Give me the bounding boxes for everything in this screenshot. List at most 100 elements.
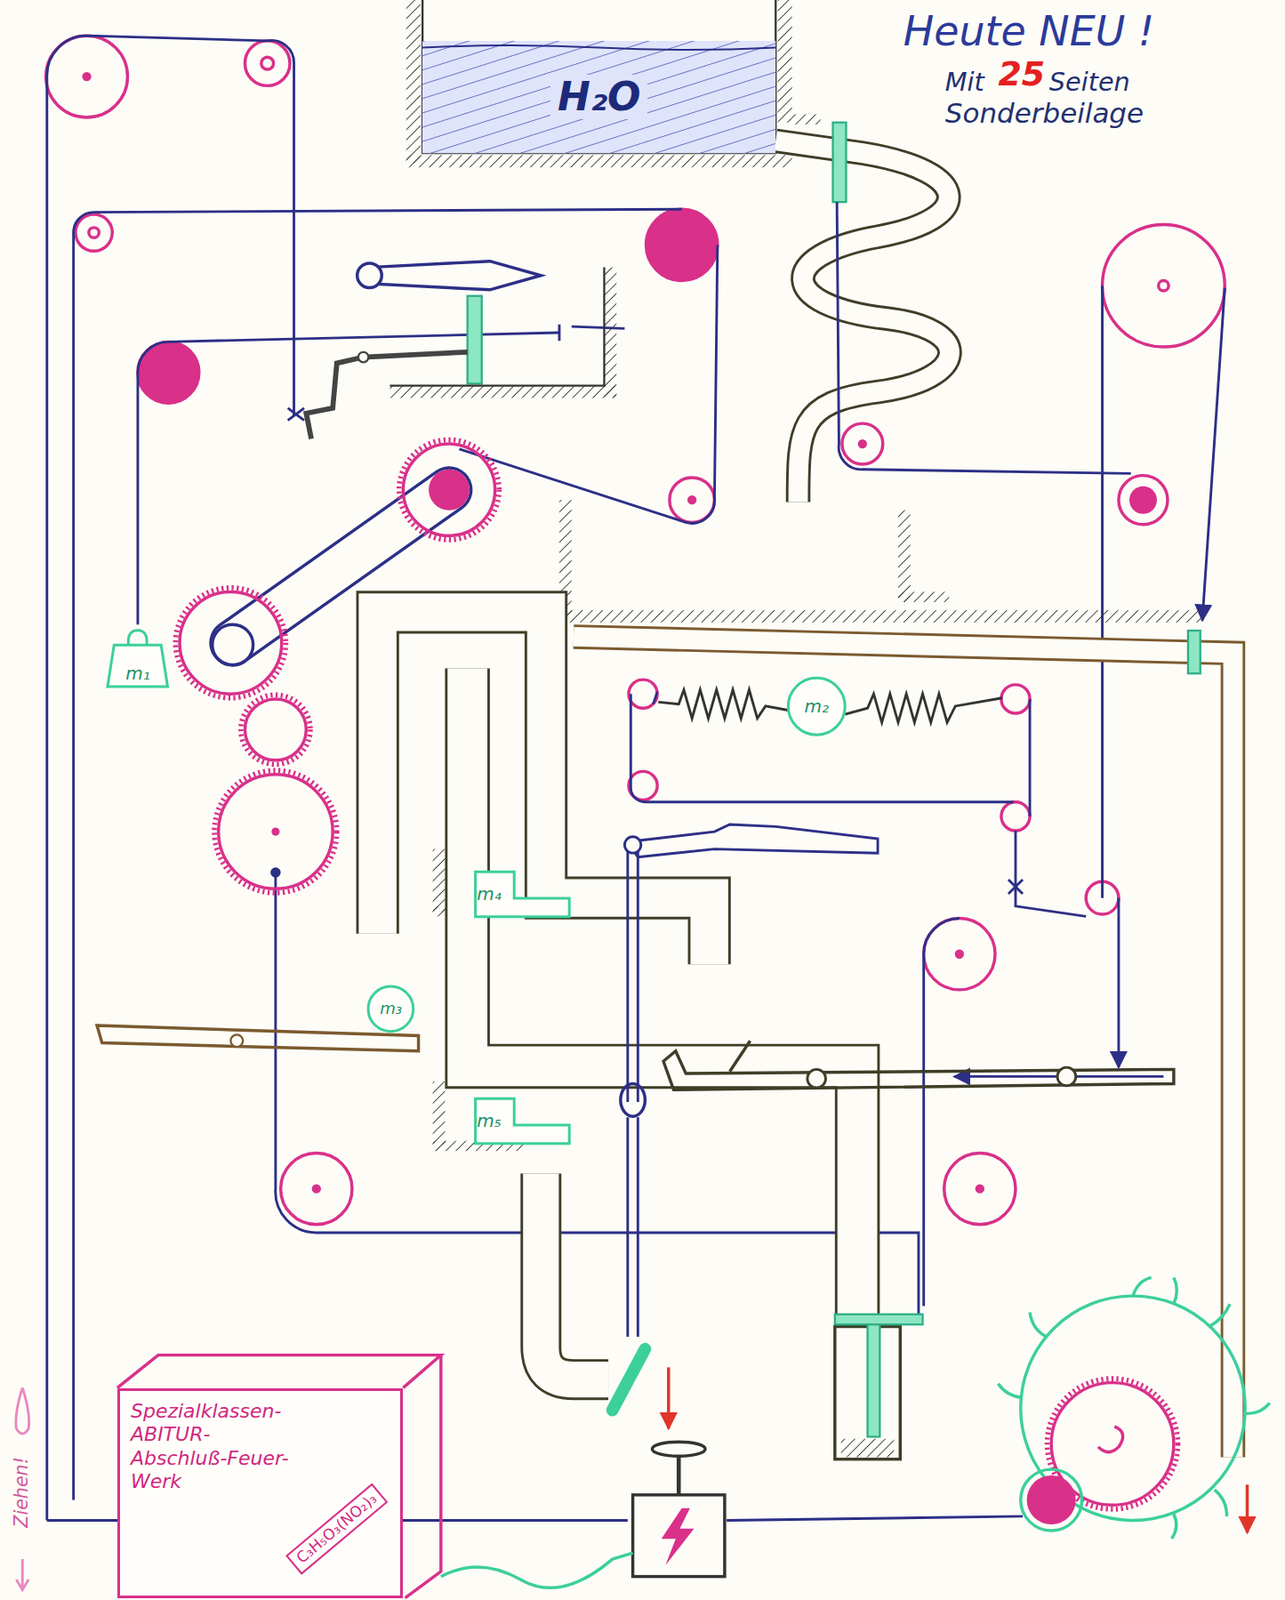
gear-wheel	[1243, 1403, 1270, 1414]
detonator	[651, 1441, 706, 1456]
lever	[96, 824, 1174, 1429]
water-fill	[422, 40, 776, 153]
gear-wheel	[997, 1383, 1023, 1398]
crank-gears	[399, 439, 499, 539]
pulley	[83, 73, 90, 81]
firework-box-faces	[405, 1355, 442, 1599]
knife-mechanism	[389, 267, 604, 386]
wall	[898, 591, 949, 602]
lever	[730, 1040, 751, 1071]
piston	[835, 1314, 924, 1325]
pulley	[976, 1185, 983, 1192]
firework-box-faces	[117, 1355, 442, 1599]
lever	[666, 1366, 670, 1429]
gear-wheel	[1027, 1475, 1077, 1525]
gear-wheel	[1020, 1469, 1083, 1531]
pipe	[540, 1172, 609, 1380]
string	[288, 408, 305, 421]
crank-gears	[212, 624, 254, 666]
tank-wall	[778, 0, 793, 123]
crank-gears	[270, 867, 281, 877]
gear-wheel	[1132, 1276, 1152, 1296]
mass-label: m₅	[476, 1110, 502, 1132]
pulley	[955, 950, 963, 957]
knife-mechanism	[358, 352, 369, 362]
knife-mechanism	[305, 352, 467, 440]
l-block-outline	[475, 871, 571, 917]
mass-label: m₁	[125, 663, 151, 684]
pulley	[689, 497, 696, 504]
mass-ball: m₂	[787, 676, 847, 737]
box-label: Spezialklassen-ABITUR-Abschluß-Feuer-Wer…	[130, 1399, 291, 1494]
spring	[844, 693, 1003, 723]
mass-ball: m₃	[367, 985, 415, 1033]
pull-note: Ziehen!	[11, 1456, 33, 1528]
mass-label: m₄	[476, 883, 502, 905]
lever	[624, 836, 641, 853]
tank-wall	[406, 0, 821, 168]
wall	[433, 849, 446, 913]
pulley	[281, 1152, 353, 1224]
l-block-outline	[475, 1098, 571, 1144]
pulley	[261, 56, 274, 70]
string	[923, 918, 960, 1307]
crank-gears	[244, 698, 306, 761]
gear-wheel	[1173, 1276, 1177, 1304]
fuse-wire	[441, 1552, 634, 1588]
string	[1100, 285, 1104, 898]
gear-wheel	[997, 1276, 1269, 1539]
outlet-pipe	[775, 140, 950, 502]
lever	[627, 846, 638, 1102]
pulley	[244, 40, 290, 86]
knife-mechanism	[603, 267, 617, 399]
piston	[841, 1438, 895, 1458]
tank-wall	[792, 114, 821, 125]
detonator	[661, 1508, 695, 1566]
piston	[867, 1324, 881, 1437]
weight-handle	[128, 630, 147, 646]
string	[1202, 288, 1225, 621]
drain-pipe	[1245, 1484, 1249, 1533]
crank-gears	[428, 469, 470, 511]
lever	[96, 1025, 419, 1052]
lever	[612, 1349, 646, 1411]
crank-gears	[240, 694, 311, 764]
string	[1015, 830, 1086, 916]
firework-box-faces	[117, 1355, 442, 1389]
ball-outline	[368, 986, 414, 1032]
pulley	[859, 441, 866, 448]
ball-outline	[787, 677, 845, 735]
string	[47, 35, 1226, 1520]
outlet-pipe	[833, 122, 847, 202]
lever	[230, 1034, 243, 1047]
wall	[898, 510, 911, 603]
lever	[627, 824, 878, 858]
detonator	[633, 1441, 725, 1576]
outlet-pipe	[775, 122, 950, 503]
weight-block: m₁	[104, 627, 170, 690]
string	[726, 1516, 1023, 1521]
crank-gears	[218, 774, 334, 890]
pulley	[1001, 684, 1030, 714]
gear-wheel	[1214, 1489, 1228, 1517]
pulley	[1001, 802, 1030, 831]
pulley	[1131, 487, 1157, 513]
crank-gears	[271, 827, 280, 836]
pulley	[842, 423, 884, 465]
water-tank: H₂O	[422, 40, 776, 153]
mass-label: m₂	[803, 696, 829, 717]
pulley	[75, 214, 113, 251]
string	[836, 201, 1132, 474]
headline: Heute NEU !	[903, 8, 1156, 56]
lever	[1057, 1067, 1077, 1086]
mass-block: m₅	[471, 1096, 574, 1146]
lever	[620, 1083, 646, 1117]
pulley	[628, 679, 658, 708]
string	[1116, 898, 1120, 1068]
mass-block: m₄	[471, 869, 574, 919]
gear-wheel	[1209, 1303, 1230, 1326]
crank-gears	[214, 770, 338, 893]
pulley	[1118, 475, 1168, 525]
